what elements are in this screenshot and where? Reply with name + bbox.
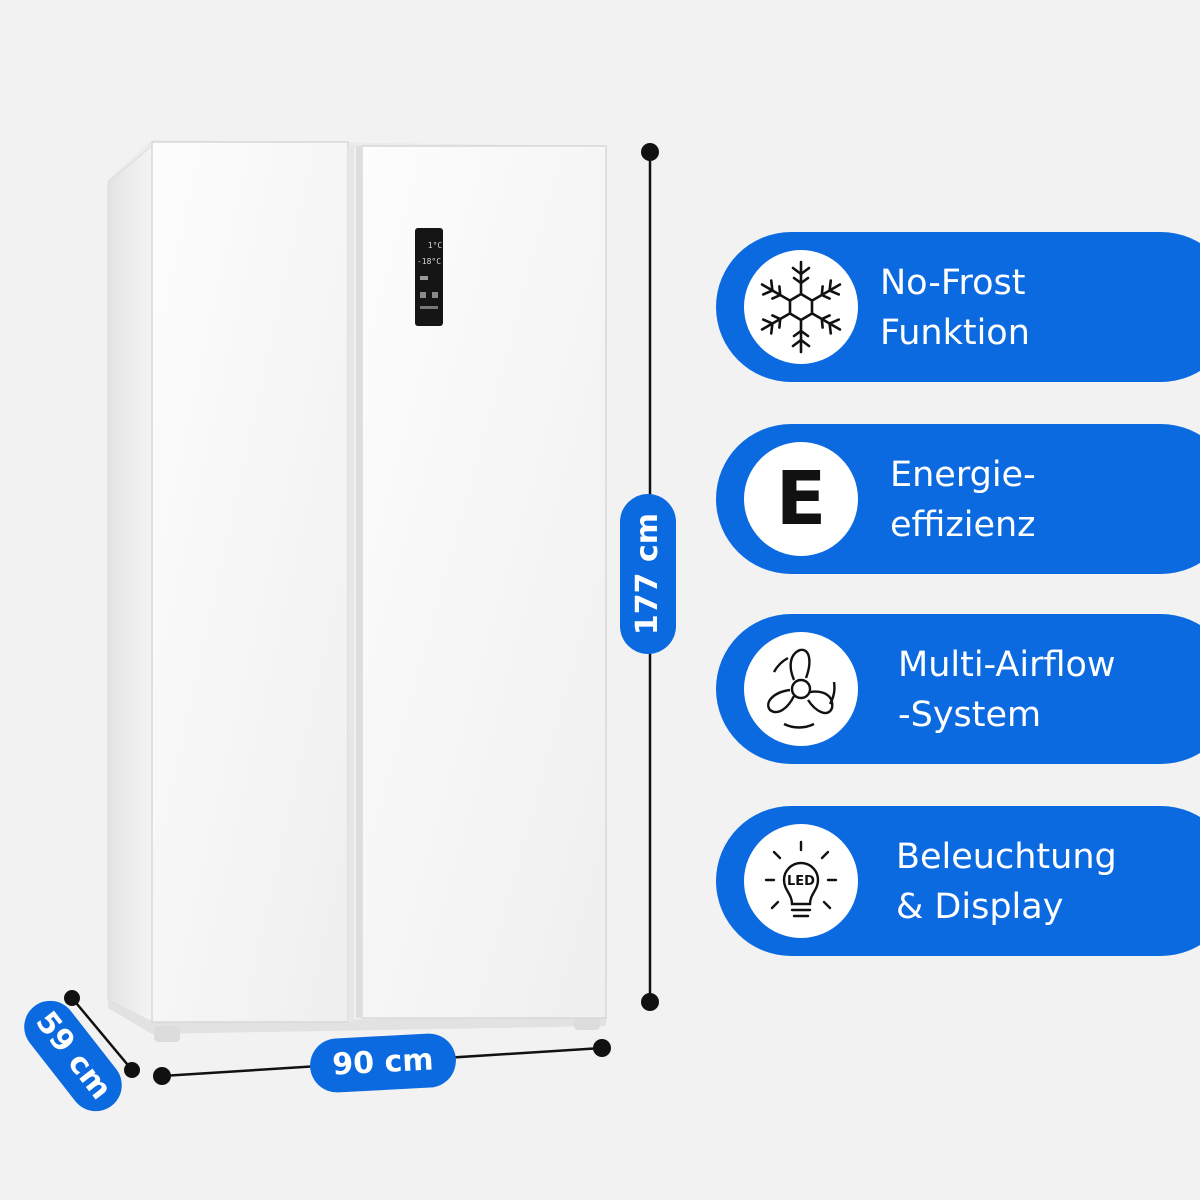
fridge-side-panel <box>107 144 153 1023</box>
height-dot-bottom <box>641 993 659 1011</box>
led-line1: Beleuchtung <box>896 837 1117 877</box>
feature-led: LED Beleuchtung & Display <box>716 806 1200 956</box>
height-label: 177 cm <box>630 512 665 636</box>
width-label: 90 cm <box>331 1042 435 1083</box>
led-icon-circle: LED <box>744 824 858 938</box>
depth-dimension <box>64 990 140 1078</box>
energy-line1: Energie- <box>890 455 1036 495</box>
no-frost-text: No-Frost Funktion <box>880 258 1030 358</box>
led-line2: & Display <box>896 887 1064 927</box>
fridge-door-right <box>361 145 607 1019</box>
led-badge-text: LED <box>787 874 815 889</box>
no-frost-line1: No-Frost <box>880 263 1026 303</box>
led-bulb-icon: LED <box>764 840 838 918</box>
led-text: Beleuchtung & Display <box>896 832 1117 932</box>
fan-icon <box>767 648 836 729</box>
fridge-door-left <box>151 141 349 1023</box>
feature-airflow: Multi-Airflow -System <box>716 614 1200 764</box>
snowflake-icon <box>756 260 846 354</box>
height-label-badge: 177 cm <box>620 494 676 654</box>
fridge-handle-right <box>356 146 362 1018</box>
display-fridge-temp: 1°C <box>428 241 443 250</box>
fridge-foot-right <box>574 1016 600 1030</box>
no-frost-icon-circle <box>744 250 858 364</box>
feature-no-frost: No-Frost Funktion <box>716 232 1200 382</box>
depth-dot-top <box>64 990 80 1006</box>
airflow-line1: Multi-Airflow <box>898 645 1116 685</box>
fridge-display-panel: 1°C -18°C <box>415 228 443 326</box>
depth-dot-bottom <box>124 1062 140 1078</box>
display-freezer-temp: -18°C <box>417 257 441 266</box>
fridge-handle-left <box>348 146 354 1022</box>
energy-line2: effizienz <box>890 505 1036 545</box>
height-dot-top <box>641 143 659 161</box>
airflow-text: Multi-Airflow -System <box>898 640 1116 740</box>
fridge-base <box>108 1000 606 1034</box>
no-frost-line2: Funktion <box>880 313 1030 353</box>
energy-class-icon: E <box>775 456 827 542</box>
fridge: 1°C -18°C <box>107 140 607 1042</box>
width-dot-left <box>153 1067 171 1085</box>
energy-text: Energie- effizienz <box>890 450 1036 550</box>
energy-icon-circle: E <box>744 442 858 556</box>
width-label-badge: 90 cm <box>308 1032 458 1094</box>
feature-energy: E Energie- effizienz <box>716 424 1200 574</box>
airflow-line2: -System <box>898 695 1042 735</box>
airflow-icon-circle <box>744 632 858 746</box>
width-dot-right <box>593 1039 611 1057</box>
fridge-foot-left <box>154 1026 180 1042</box>
